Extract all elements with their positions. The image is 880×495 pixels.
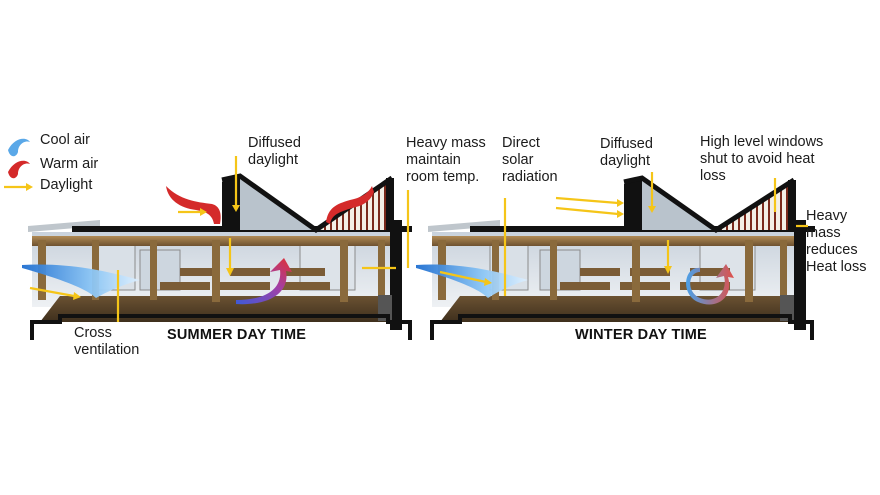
summer-warm-air-exit-left (166, 186, 221, 224)
summer-cool-air-arrow (22, 264, 140, 298)
summer-warm-air-arrow (236, 258, 292, 305)
winter-air-swirl (686, 264, 734, 305)
winter-diffused-daylight-label: Diffused daylight (600, 136, 653, 169)
summer-warm-air-exit-right (326, 186, 374, 224)
summer-daylight-arrows (29, 156, 410, 322)
legend-cool-air-label: Cool air (40, 132, 90, 148)
legend (2, 138, 35, 193)
summer-heavy-mass-label: Heavy mass maintain room temp. (406, 135, 486, 185)
winter-heavy-mass-reduces-label: Heavy mass reduces Heat loss (806, 208, 867, 275)
legend-daylight-label: Daylight (40, 177, 93, 193)
summer-title: SUMMER DAY TIME (167, 327, 307, 343)
legend-warm-air-label: Warm air (40, 156, 99, 172)
legend-daylight-icon (2, 181, 35, 193)
summer-section (22, 156, 412, 340)
winter-direct-solar-label: Direct solar radiation (502, 135, 558, 185)
winter-daylight-arrows (439, 172, 808, 296)
legend-cool-air-icon (8, 138, 30, 157)
winter-high-level-windows-label: High level windows shut to avoid heat lo… (700, 134, 824, 184)
winter-section (416, 172, 815, 340)
summer-diffused-daylight-label: Diffused daylight (248, 135, 301, 168)
summer-cross-ventilation-label: Cross ventilation (74, 325, 140, 358)
legend-warm-air-icon (8, 160, 30, 179)
winter-title: WINTER DAY TIME (575, 327, 707, 343)
